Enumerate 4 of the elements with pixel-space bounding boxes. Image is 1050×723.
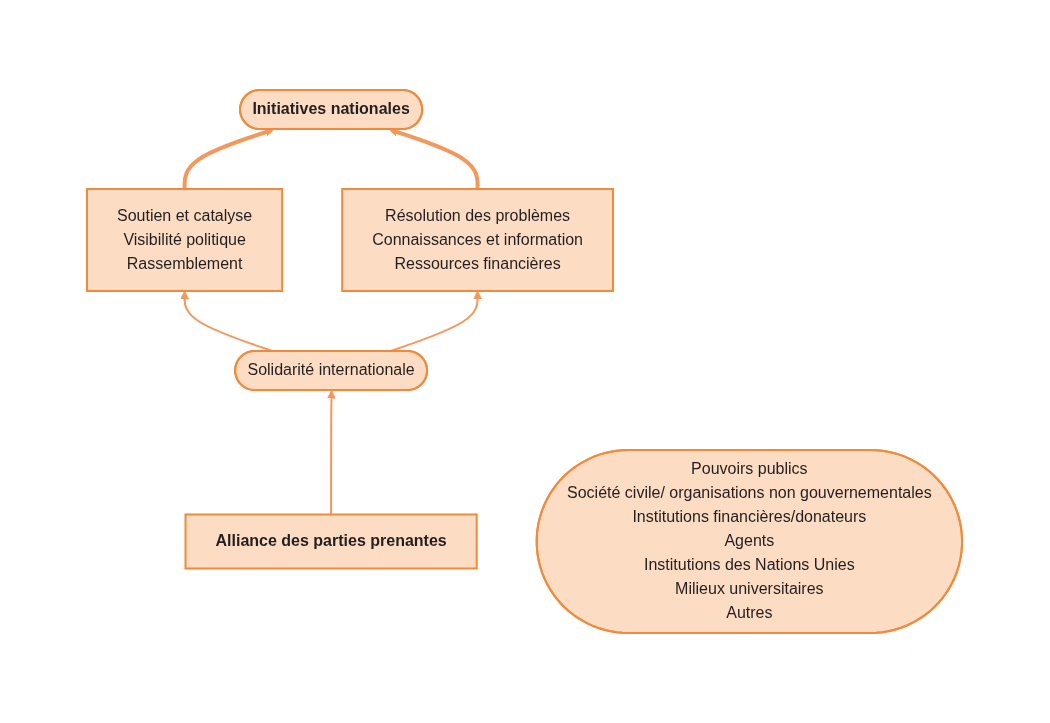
node-box: Alliance des parties prenantes bbox=[185, 513, 479, 570]
arrow bbox=[327, 390, 337, 516]
node-box: Soutien et catalyse Visibilité politique Rassemblement bbox=[86, 188, 284, 292]
node-box: Résolution des problèmes Connaissances et information Ressources financières bbox=[341, 188, 615, 292]
